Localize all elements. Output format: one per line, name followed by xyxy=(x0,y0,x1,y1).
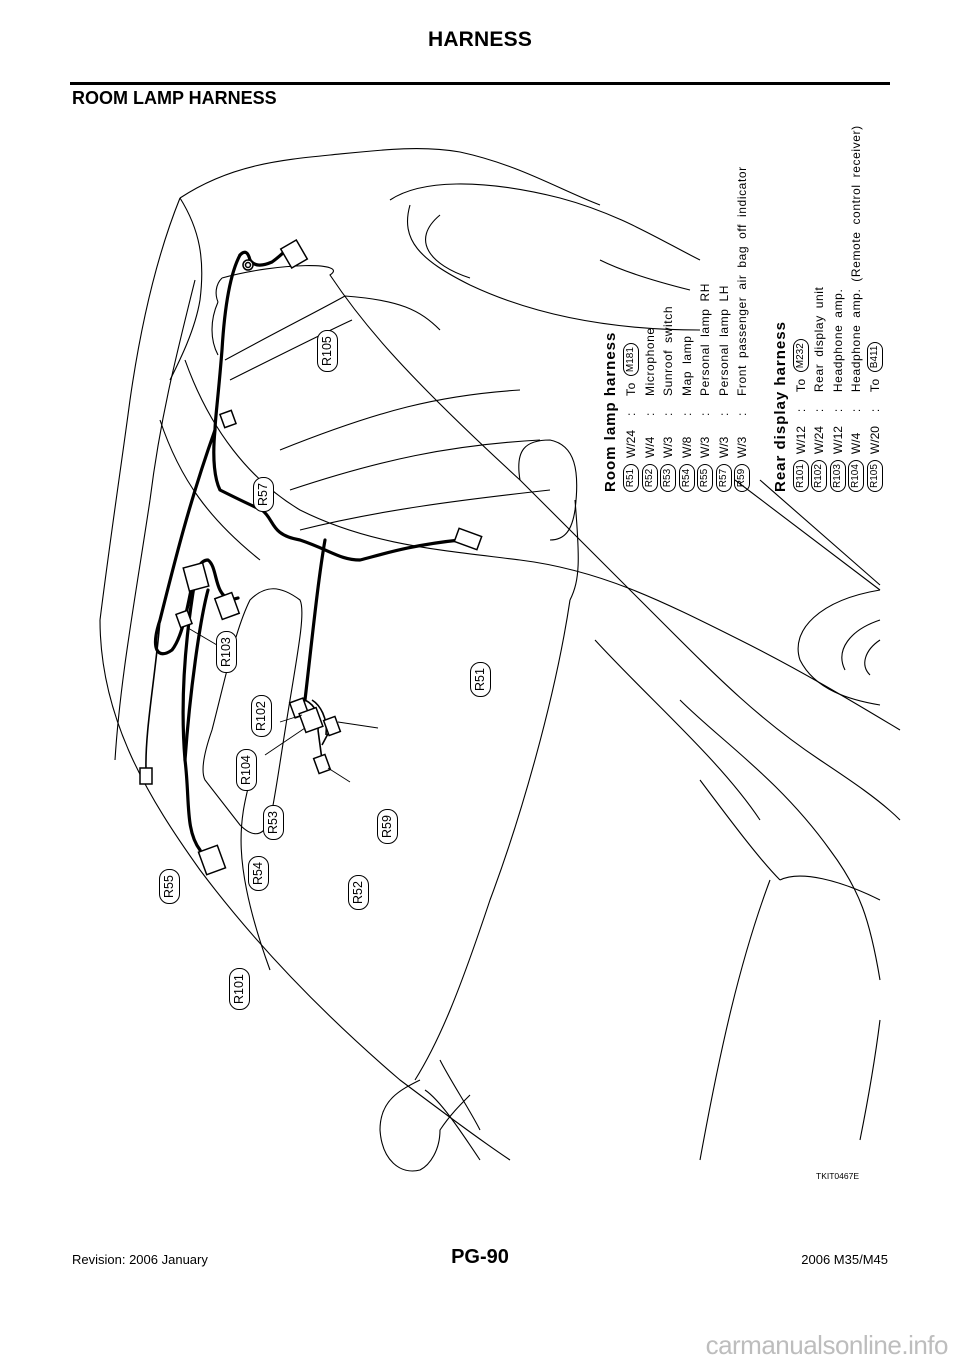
label-R54: R54 xyxy=(248,856,269,891)
legend-gap xyxy=(752,125,770,492)
connector-id: R51 xyxy=(623,464,640,492)
legend-title-room-lamp-harness: Room lamp harness xyxy=(602,331,619,492)
legend-row: R105 W/20 : To B411 xyxy=(866,125,885,492)
page-header-title: HARNESS xyxy=(427,28,533,51)
connector-description: Headphone amp. xyxy=(830,288,845,393)
legend-row: R104 W/4 : Headphone amp. (Remote contro… xyxy=(847,125,866,492)
label-R103: R103 xyxy=(216,631,237,673)
separator: : xyxy=(812,408,826,413)
connector-id: R59 xyxy=(734,464,751,492)
connector-description: Rear display unit xyxy=(812,286,826,393)
connector-description: To xyxy=(624,382,638,396)
watermark: carmanualsonline.info xyxy=(705,1330,949,1360)
legend-row: R57 W/3 : Personal lamp LH xyxy=(715,125,734,492)
connector-description: Front passenger air bag off indicator xyxy=(735,166,749,396)
label-R101: R101 xyxy=(229,968,250,1010)
wire-count: W/12 xyxy=(793,426,808,455)
wire-count: W/3 xyxy=(661,436,675,458)
separator: : xyxy=(642,412,657,416)
legend-row: R55 W/3 : Personal lamp RH xyxy=(696,125,715,492)
section-title: ROOM LAMP HARNESS xyxy=(72,88,277,108)
connector-ref: M232 xyxy=(792,339,809,373)
connector-id: R57 xyxy=(715,464,732,492)
wire-count: W/3 xyxy=(698,436,712,458)
label-R55: R55 xyxy=(159,869,180,904)
connector-id: R104 xyxy=(848,460,865,492)
connector-description: Map lamp xyxy=(679,335,694,397)
label-R52: R52 xyxy=(348,875,369,910)
wire-count: W/4 xyxy=(642,436,657,458)
connector-description: To xyxy=(867,378,882,393)
connector-description: Microphone xyxy=(642,327,657,396)
wire-count: W/24 xyxy=(812,426,826,455)
separator: : xyxy=(698,412,712,416)
separator: : xyxy=(661,412,675,416)
connector-id: R102 xyxy=(811,460,828,492)
separator: : xyxy=(716,412,731,416)
legend-row: R103 W/12 : Headphone amp. xyxy=(829,125,848,492)
connector-description: Sunroof switch xyxy=(661,305,675,396)
wire-count: W/3 xyxy=(735,436,749,458)
connector-ref: M181 xyxy=(623,343,640,377)
connector-id: R101 xyxy=(792,460,809,492)
connector-id: R55 xyxy=(697,464,714,492)
legend-row: R101 W/12 : To M232 xyxy=(792,125,811,492)
connector-id: R105 xyxy=(866,460,883,492)
legend-row: R53 W/3 : Sunroof switch xyxy=(659,125,678,492)
separator: : xyxy=(849,408,863,413)
separator: : xyxy=(679,412,694,416)
separator: : xyxy=(735,412,749,416)
vehicle-outline-drawing xyxy=(99,148,901,1172)
separator: : xyxy=(793,408,808,413)
legend-row: R51 W/24 : To M181 xyxy=(622,125,641,492)
wire-count: W/20 xyxy=(867,426,882,455)
connector-description: Personal lamp RH xyxy=(698,283,712,396)
connector-id: R54 xyxy=(678,464,695,492)
label-R57: R57 xyxy=(253,477,274,512)
header-divider xyxy=(70,82,890,85)
legend-title-rear-display-harness: Rear display harness xyxy=(771,321,789,492)
label-R59: R59 xyxy=(377,809,398,844)
connector-id: R52 xyxy=(641,464,658,492)
legend-row: R102 W/24 : Rear display unit xyxy=(810,125,829,492)
label-R105: R105 xyxy=(317,330,338,372)
label-R104: R104 xyxy=(236,749,257,791)
label-R53: R53 xyxy=(263,805,284,840)
figure-id: TKIT0467E xyxy=(816,1171,859,1181)
connector-description: Headphone amp. (Remote control receiver) xyxy=(849,125,863,393)
wire-count: W/3 xyxy=(716,436,731,458)
label-R51: R51 xyxy=(470,662,491,697)
revision-date: Revision: 2006 January xyxy=(72,1252,208,1267)
legend-row: R54 W/8 : Map lamp xyxy=(678,125,697,492)
separator: : xyxy=(867,408,882,413)
connector-id: R103 xyxy=(829,460,846,492)
wire-count: W/4 xyxy=(849,432,863,455)
vehicle-model: 2006 M35/M45 xyxy=(801,1252,888,1267)
legend-row: R52 W/4 : Microphone xyxy=(641,125,660,492)
connector-id: R53 xyxy=(660,464,677,492)
label-R102: R102 xyxy=(251,695,272,737)
connector-description: To xyxy=(793,378,808,393)
connector-legend: Room lamp harness R51 W/24 : To M181 R52… xyxy=(600,125,884,492)
connector-description: Personal lamp LH xyxy=(716,285,731,396)
wire-count: W/8 xyxy=(679,436,694,458)
page-number: PG-90 xyxy=(451,1246,509,1268)
legend-row: R59 W/3 : Front passenger air bag off in… xyxy=(733,125,752,492)
connector-ref: B411 xyxy=(866,341,883,373)
separator: : xyxy=(624,412,638,416)
harness-diagram: R105 R57 R103 R102 R104 R51 R53 R54 R59 … xyxy=(0,100,960,1200)
separator: : xyxy=(830,408,845,413)
wire-count: W/24 xyxy=(624,429,638,458)
wire-count: W/12 xyxy=(830,426,845,455)
